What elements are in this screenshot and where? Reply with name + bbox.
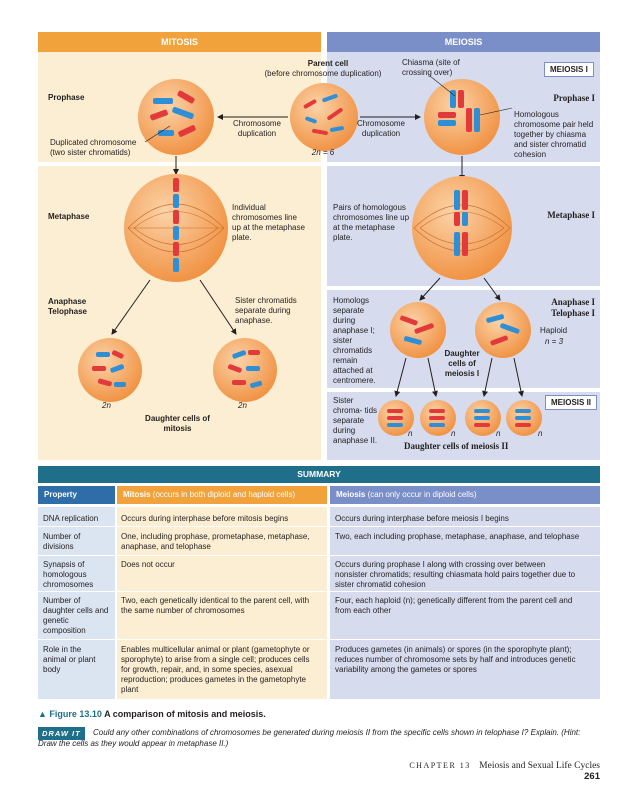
page-footer: CHAPTER 13 Meiosis and Sexual Life Cycle… [384, 761, 600, 782]
parent-cell-subtitle: (before chromosome duplication) [264, 69, 382, 78]
sister-chromatids-sep2-label: Sister chroma- tids separate during anap… [333, 396, 378, 445]
mitosis-col-title: Mitosis [123, 490, 151, 499]
figure-number: ▲ Figure 13.10 [38, 709, 102, 719]
meiosis2-daughter-cell-2 [420, 400, 456, 436]
table-row-3-property: Synapsis of homologous chromosomes [43, 560, 94, 589]
stage-metaphase-1: Metaphase I [547, 210, 595, 220]
stage-metaphase: Metaphase [48, 212, 90, 221]
summary-header: SUMMARY [38, 466, 600, 483]
meiosis-col-note: (can only occur in diploid cells) [367, 490, 477, 499]
duplicated-chromosome-label: Duplicated chromosome (two sister chroma… [50, 138, 137, 157]
n-label-3: n [496, 429, 501, 438]
summary-mitosis-header: Mitosis (occurs in both diploid and hapl… [117, 486, 327, 504]
table-row-1-property: DNA replication [43, 514, 99, 523]
daughter-mitosis-label: Daughter cells of mitosis [145, 414, 210, 433]
summary-meiosis-header: Meiosis (can only occur in diploid cells… [330, 486, 600, 504]
page-number: 261 [584, 771, 600, 782]
figure-caption-text: A comparison of mitosis and meiosis. [104, 709, 266, 719]
table-row-2-property: Number of divisions [43, 532, 81, 551]
pairs-homologous-label: Pairs of homologous chromosomes line up … [333, 203, 410, 242]
figure-caption: ▲ Figure 13.10 A comparison of mitosis a… [38, 709, 266, 719]
property-col-label: Property [44, 490, 77, 499]
stage-telophase-1: Telophase I [551, 308, 595, 318]
table-row-4-property: Number of daughter cells and genetic com… [43, 596, 109, 635]
parent-cell [290, 83, 358, 151]
n-label-1: n [408, 429, 413, 438]
sister-separate-label: Sister chromatids separate during anapha… [235, 296, 297, 325]
daughter-meiosis1-label: Daughter cells of meiosis I [444, 349, 480, 378]
stage-prophase-1: Prophase I [553, 93, 595, 103]
parent-cell-title: Parent cell [307, 59, 349, 68]
duplication-right: Chromosome duplication [356, 119, 405, 138]
draw-it-block: DRAW IT Could any other combinations of … [38, 727, 598, 749]
meiosis-metaphase-cell [412, 176, 512, 280]
n-label-2: n [451, 429, 456, 438]
chapter-title: Meiosis and Sexual Life Cycles [479, 761, 600, 771]
table-row-1-meiosis: Occurs during interphase before meiosis … [335, 514, 509, 523]
haploid-label: Haploid [540, 326, 568, 335]
chapter-label: CHAPTER 13 [409, 761, 471, 770]
individual-chromosomes-label: Individual chromosomes line up at the me… [232, 203, 305, 242]
two-n-left: 2n [102, 401, 111, 410]
mitosis-daughter-cell-2 [213, 338, 277, 402]
meiosis2-daughter-cell-3 [465, 400, 501, 436]
mitosis-metaphase-cell [124, 174, 228, 282]
summary-property-header: Property [38, 486, 115, 504]
table-row-5-mitosis: Enables multicellular animal or plant (g… [121, 645, 310, 694]
stage-anaphase-telophase: Anaphase Telophase [48, 297, 87, 316]
n-label-4: n [538, 429, 543, 438]
table-row-4-meiosis: Four, each haploid (n); genetically diff… [335, 596, 573, 615]
table-row-3-mitosis: Does not occur [121, 560, 175, 569]
duplication-left: Chromosome duplication [232, 119, 281, 138]
parent-ploidy: 2n = 6 [311, 148, 335, 157]
table-row-5-property: Role in the animal or plant body [43, 645, 96, 674]
mitosis-col-note: (occurs in both diploid and haploid cell… [152, 490, 296, 499]
draw-it-text: Could any other combinations of chromoso… [38, 728, 581, 748]
chiasma-label: Chiasma (site of crossing over) [402, 58, 460, 77]
table-row-2-meiosis: Two, each including prophase, metaphase,… [335, 532, 580, 541]
mitosis-prophase-cell [138, 79, 214, 155]
homologous-pair-label: Homologous chromosome pair held together… [514, 110, 594, 159]
draw-it-tag: DRAW IT [38, 727, 85, 740]
homologs-separate-label: Homologs separate during anaphase I; sis… [333, 296, 376, 385]
stage-anaphase-1: Anaphase I [551, 297, 595, 307]
table-row-5-meiosis: Produces gametes (in animals) or spores … [335, 645, 576, 674]
mitosis-daughter-cell-1 [78, 338, 142, 402]
meiosis1-daughter-cell-2 [475, 302, 531, 358]
stage-prophase: Prophase [48, 93, 85, 102]
meiosis-col-title: Meiosis [336, 490, 366, 499]
meiosis2-tag: MEIOSIS II [545, 395, 598, 410]
daughter-meiosis2-label: Daughter cells of meiosis II [404, 441, 509, 451]
meiosis2-daughter-cell-1 [378, 400, 414, 436]
two-n-right: 2n [238, 401, 247, 410]
mitosis-header: MITOSIS [38, 32, 321, 52]
haploid-n-label: n = 3 [545, 337, 564, 346]
meiosis-prophase-cell [424, 79, 500, 155]
mitosis-meiosis-diagram [78, 75, 542, 436]
meiosis1-tag: MEIOSIS I [544, 62, 594, 77]
table-row-1-mitosis: Occurs during interphase before mitosis … [121, 514, 289, 523]
table-row-2-mitosis: One, including prophase, prometaphase, m… [121, 532, 310, 551]
table-row-3-meiosis: Occurs during prophase I along with cros… [335, 560, 576, 589]
meiosis-panel-3 [327, 290, 600, 388]
meiosis2-daughter-cell-4 [506, 400, 542, 436]
meiosis-header: MEIOSIS [327, 32, 600, 52]
meiosis1-daughter-cell-1 [390, 302, 446, 358]
table-row-4-mitosis: Two, each genetically identical to the p… [121, 596, 310, 615]
